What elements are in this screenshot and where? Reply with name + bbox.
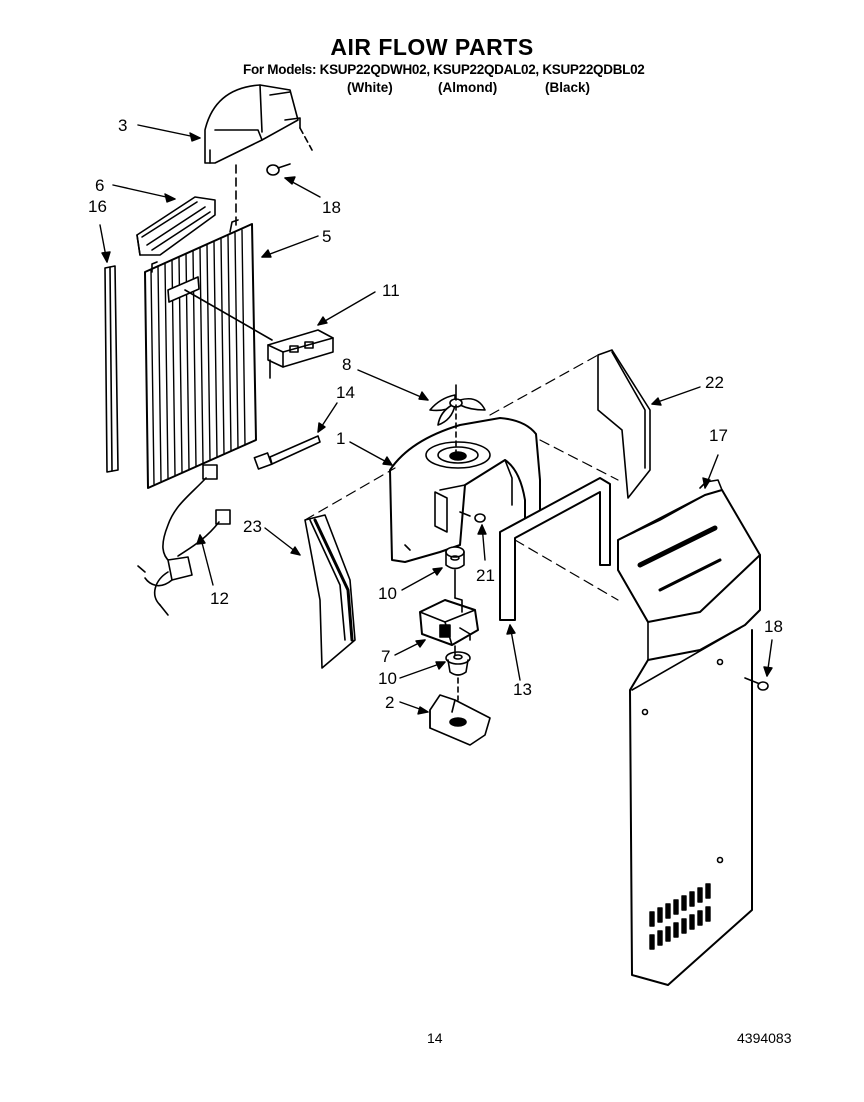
- callout-1: 1: [336, 429, 345, 448]
- callout-11: 11: [382, 281, 400, 300]
- part-14-wire-tie: [253, 435, 321, 470]
- part-10-grommet-upper: [445, 546, 465, 570]
- callout-6: 6: [95, 176, 104, 195]
- part-21-screw: [459, 511, 486, 523]
- callout-18-upper: 18: [322, 198, 341, 217]
- callout-10-lower: 10: [378, 669, 397, 688]
- leader-lines: [99, 124, 773, 715]
- models-line: For Models: KSUP22QDWH02, KSUP22QDAL02, …: [243, 62, 645, 77]
- part-23-side-duct: [304, 514, 356, 669]
- part-1-fan-shroud: [389, 417, 541, 563]
- part-13-u-seal: [499, 477, 611, 621]
- part-18-screw-upper: [266, 163, 291, 176]
- callout-13: 13: [513, 680, 532, 699]
- part-16-seal-strip: [104, 265, 119, 473]
- part-8-fan-blade: [429, 384, 486, 456]
- page-title: AIR FLOW PARTS: [330, 34, 534, 60]
- callout-8: 8: [342, 355, 351, 374]
- part-5-evaporator-cover: [144, 219, 257, 489]
- callout-18-lower: 18: [764, 617, 783, 636]
- callout-14: 14: [336, 383, 355, 402]
- part-7-fan-motor: [419, 597, 479, 656]
- callout-12: 12: [210, 589, 229, 608]
- assembly-lines: [304, 354, 619, 601]
- callout-5: 5: [322, 227, 331, 246]
- callout-23: 23: [243, 517, 262, 536]
- callout-3: 3: [118, 116, 127, 135]
- callout-10-upper: 10: [378, 584, 397, 603]
- color-almond: (Almond): [438, 80, 498, 95]
- part-3-duct-cover: [204, 84, 301, 164]
- part-6-grille: [136, 196, 216, 256]
- page-number: 14: [427, 1030, 443, 1046]
- color-white: (White): [347, 80, 393, 95]
- callout-22: 22: [705, 373, 724, 392]
- document-number: 4394083: [737, 1030, 792, 1046]
- part-2-motor-bracket: [429, 694, 491, 746]
- part-22-right-duct: [597, 349, 651, 499]
- part-11-bracket: [184, 289, 334, 379]
- callout-16: 16: [88, 197, 107, 216]
- callout-2: 2: [385, 693, 394, 712]
- callout-21: 21: [476, 566, 495, 585]
- part-12-wire-harness: [137, 464, 231, 616]
- color-black: (Black): [545, 80, 591, 95]
- part-17-air-tower: [617, 479, 761, 986]
- part-18-screw-lower: [744, 677, 769, 691]
- part-10-grommet-lower: [445, 651, 471, 676]
- callout-7: 7: [381, 647, 390, 666]
- callout-17: 17: [709, 426, 728, 445]
